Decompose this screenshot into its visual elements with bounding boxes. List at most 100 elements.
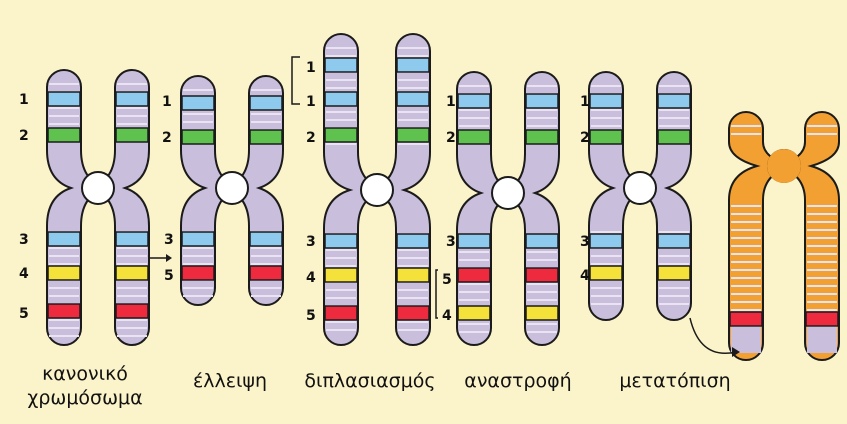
band-segment [48,128,80,142]
band-segment [397,128,429,142]
band-number-label: 2 [19,128,29,144]
band-number-label: 4 [19,266,29,282]
band-segment [458,94,490,108]
band-segment [182,266,214,280]
band-segment [116,266,148,280]
band-segment [397,92,429,106]
band-segment [250,130,282,144]
band-segment [397,234,429,248]
band-segment [48,92,80,106]
band-number-label: 3 [164,232,174,248]
band-number-label: 5 [442,272,452,288]
band-number-label: 1 [580,94,590,110]
band-segment [658,130,690,144]
band-segment [526,306,558,320]
caption-normal-line-1: κανονικό [10,362,160,386]
band-segment [590,234,622,248]
band-segment [658,234,690,248]
caption-translocation-text: μετατόπιση [600,369,750,393]
inversion-bracket [436,270,438,318]
caption-inversion-text: αναστροφή [448,369,588,393]
band-number-label: 4 [306,270,316,286]
band-segment [325,128,357,142]
chromosome-translocation: 1 2 3 4 [580,72,691,320]
band-segment [397,58,429,72]
band-segment [526,234,558,248]
band-number-label: 3 [446,234,456,250]
chromosome-inversion: 1 2 3 5 4 [442,72,559,345]
caption-normal-chromosome: κανονικό χρωμόσωμα [10,362,160,410]
band-number-label: 5 [306,308,316,324]
band-number-label: 1 [19,92,29,108]
band-segment [658,94,690,108]
caption-deletion-text: έλλειψη [165,369,295,393]
duplication-bracket [292,57,300,104]
band-segment [116,128,148,142]
band-number-label: 1 [446,94,456,110]
band-segment [325,92,357,106]
band-segment [730,312,762,326]
band-segment [48,232,80,246]
band-segment [590,266,622,280]
band-number-label: 2 [306,130,316,146]
band-segment [458,306,490,320]
band-number-label: 1 [306,94,316,110]
centromere [82,172,114,204]
band-number-label: 5 [164,268,174,284]
band-segment [397,268,429,282]
arrow-head [166,254,172,262]
band-segment [116,304,148,318]
band-number-label: 2 [446,130,456,146]
chromosome-normal: 1 2 3 4 5 [19,70,149,345]
band-number-label: 2 [580,130,590,146]
chromosome-duplication: 1 1 2 3 4 5 [306,34,430,345]
band-segment [590,94,622,108]
band-number-label: 4 [580,268,590,284]
caption-normal-line-2: χρωμόσωμα [10,386,160,410]
band-segment [250,96,282,110]
caption-duplication: διπλασιασμός [285,369,455,393]
band-number-label: 3 [580,234,590,250]
band-segment [658,266,690,280]
band-number-label: 2 [162,130,172,146]
band-segment [182,96,214,110]
caption-inversion: αναστροφή [448,369,588,393]
band-segment [458,268,490,282]
caption-duplication-text: διπλασιασμός [285,369,455,393]
caption-deletion: έλλειψη [165,369,295,393]
band-number-label: 1 [162,94,172,110]
band-segment [116,92,148,106]
centromere [624,172,656,204]
band-segment [526,268,558,282]
band-number-label: 5 [19,306,29,322]
band-segment [806,312,838,326]
band-segment [397,306,429,320]
band-segment [250,266,282,280]
band-segment [526,94,558,108]
recipient-center [767,149,801,183]
band-segment [48,304,80,318]
band-segment [590,130,622,144]
centromere [216,172,248,204]
band-segment [325,306,357,320]
band-segment [325,234,357,248]
band-segment [250,232,282,246]
band-segment [458,234,490,248]
band-segment [526,130,558,144]
chromosome-deletion: 1 2 3 5 [162,76,283,305]
recipient-tip-right [807,327,837,353]
band-number-label: 3 [306,234,316,250]
band-segment [325,58,357,72]
band-number-label: 4 [442,308,452,324]
band-number-label: 1 [306,60,316,76]
recipient-tip-left [731,327,761,353]
band-segment [458,130,490,144]
band-segment [325,268,357,282]
band-number-label: 3 [19,232,29,248]
band-segment [182,130,214,144]
centromere [361,174,393,206]
band-segment [116,232,148,246]
band-segment [48,266,80,280]
